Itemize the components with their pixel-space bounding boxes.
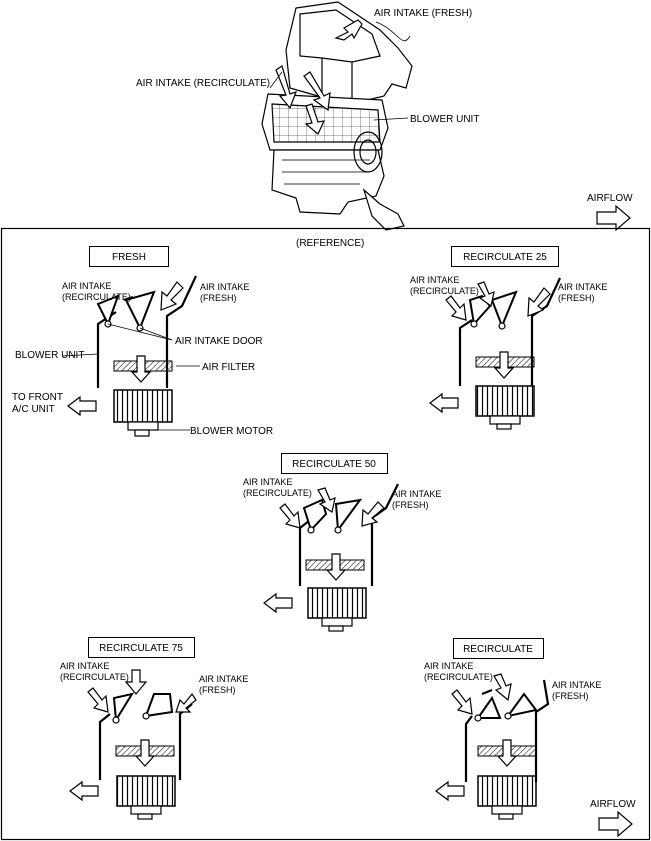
label-intake-recirc-fresh-2: (RECIRCULATE) bbox=[62, 292, 131, 302]
panel-recirculate-50: RECIRCULATE 50 AIR INTAKE (RECIRCULATE) … bbox=[243, 453, 441, 632]
top-airflow-arrows bbox=[275, 19, 363, 135]
label-intake-recirc-recirculate-25: AIR INTAKE bbox=[410, 275, 459, 285]
recirc-arrow2-recirculate bbox=[493, 673, 512, 702]
recirc-door-fresh bbox=[96, 294, 120, 327]
label-airflow-bottom: AIRFLOW bbox=[590, 799, 636, 810]
title-box-recirculate-25 bbox=[451, 246, 559, 267]
fresh-door-fresh bbox=[124, 290, 156, 331]
label-intake-recirc-recirculate-25-2: (RECIRCULATE) bbox=[410, 286, 479, 296]
blower-motor-recirculate-75 bbox=[116, 775, 176, 807]
label-intake-fresh-recirculate-2: (FRESH) bbox=[552, 691, 589, 701]
title-box-recirculate bbox=[453, 638, 544, 659]
panel-recirculate: RECIRCULATE AIR INTAKE (RECIRCULATE) AIR… bbox=[424, 638, 601, 820]
label-air-intake-recirculate-top: AIR INTAKE (RECIRCULATE) bbox=[136, 78, 270, 89]
label-to-front: TO FRONT bbox=[12, 392, 63, 403]
label-air-intake-fresh-top: AIR INTAKE (FRESH) bbox=[374, 8, 472, 19]
recirc-leader-top bbox=[269, 71, 283, 89]
label-intake-recirc-recirculate-50-2: (RECIRCULATE) bbox=[243, 488, 312, 498]
fresh-door-recirculate-25 bbox=[490, 290, 518, 329]
fresh-air-arrow-recirculate-75 bbox=[175, 692, 197, 713]
down-arrow-recirculate-25 bbox=[493, 351, 515, 379]
recirc-door-recirculate-75 bbox=[112, 692, 135, 724]
label-intake-fresh-recirculate-50-2: (FRESH) bbox=[392, 500, 429, 510]
title-recirculate-50: RECIRCULATE 50 bbox=[292, 459, 376, 470]
recirc-intake-arrow-3 bbox=[304, 103, 326, 135]
fresh-air-arrow-recirculate-25 bbox=[527, 287, 551, 317]
label-intake-fresh-fresh: AIR INTAKE bbox=[200, 282, 249, 292]
recirc-door-recirculate-25 bbox=[468, 294, 492, 327]
fresh-intake-arrow bbox=[334, 19, 363, 41]
title-recirculate-75: RECIRCULATE 75 bbox=[99, 643, 183, 654]
recirc-arrow2-recirculate-50 bbox=[317, 487, 336, 513]
recirc-arrow2-recirculate-75 bbox=[124, 669, 148, 695]
airflow-arrow-icon-top bbox=[596, 204, 631, 232]
label-intake-fresh-recirculate-25-2: (FRESH) bbox=[558, 293, 595, 303]
title-box-recirculate-50 bbox=[281, 453, 388, 474]
title-box-fresh bbox=[89, 246, 169, 267]
title-fresh: FRESH bbox=[112, 252, 146, 263]
label-intake-fresh-recirculate-75: AIR INTAKE bbox=[199, 674, 248, 684]
blower-motor-recirculate-25 bbox=[475, 385, 535, 417]
label-intake-fresh-recirculate: AIR INTAKE bbox=[552, 680, 601, 690]
label-intake-recirc-recirculate-75: AIR INTAKE bbox=[60, 661, 109, 671]
recirc-intake-arrow-2 bbox=[303, 71, 331, 112]
title-recirculate-25: RECIRCULATE 25 bbox=[463, 252, 547, 263]
label-ac-unit: A/C UNIT bbox=[12, 404, 55, 415]
outlet-arrow-recirculate-25 bbox=[429, 392, 459, 414]
fresh-leader-line bbox=[375, 21, 411, 42]
fresh-air-arrow-fresh bbox=[160, 281, 184, 311]
airflow-arrow-icon-bottom bbox=[598, 810, 633, 838]
down-arrow-fresh bbox=[130, 355, 152, 383]
label-intake-recirc-recirculate-2: (RECIRCULATE) bbox=[424, 672, 493, 682]
outlet-arrow-recirculate bbox=[435, 780, 465, 802]
recirc-door-recirculate bbox=[476, 695, 502, 719]
blower-motor-fresh bbox=[113, 389, 173, 423]
label-intake-recirc-recirculate-75-2: (RECIRCULATE) bbox=[60, 672, 129, 682]
label-blower-unit-top: BLOWER UNIT bbox=[410, 114, 479, 125]
panel-fresh: FRESH AIR INTAKE (RECIRCULATE) AIR INTAK… bbox=[12, 246, 273, 437]
fresh-door-recirculate-75 bbox=[144, 693, 174, 718]
panel-recirculate-75: RECIRCULATE 75 AIR INTAKE (RECIRCULATE) … bbox=[60, 637, 248, 820]
fresh-air-arrow-recirculate-50 bbox=[361, 501, 385, 527]
title-box-recirculate-75 bbox=[88, 637, 195, 658]
label-air-intake-door: AIR INTAKE DOOR bbox=[175, 336, 263, 347]
label-intake-recirc-recirculate: AIR INTAKE bbox=[424, 661, 473, 671]
label-intake-fresh-recirculate-50: AIR INTAKE bbox=[392, 489, 441, 499]
label-reference: (REFERENCE) bbox=[296, 238, 364, 249]
fresh-door-recirculate bbox=[505, 692, 538, 718]
recirc-arrow-recirculate bbox=[451, 689, 473, 715]
reference-frame bbox=[0, 227, 651, 841]
label-blower-motor: BLOWER MOTOR bbox=[190, 426, 273, 437]
recirc-door-recirculate-50 bbox=[302, 498, 328, 532]
recirc-arrow-recirculate-25 bbox=[445, 295, 467, 321]
recirc-arrow2-recirculate-25 bbox=[477, 281, 495, 308]
outlet-arrow-fresh bbox=[67, 395, 97, 417]
down-arrow-recirculate-75 bbox=[134, 739, 156, 767]
label-blower-unit-fresh: BLOWER UNIT bbox=[15, 350, 84, 361]
label-intake-fresh-fresh-2: (FRESH) bbox=[200, 293, 237, 303]
label-intake-fresh-recirculate-75-2: (FRESH) bbox=[199, 685, 236, 695]
blower-unit-illustration bbox=[261, 1, 413, 231]
label-air-filter: AIR FILTER bbox=[202, 362, 255, 373]
down-arrow-recirculate bbox=[496, 739, 518, 767]
blower-unit-leader-top bbox=[373, 117, 409, 121]
blower-motor-recirculate-50 bbox=[307, 587, 367, 619]
down-arrow-recirculate-50 bbox=[325, 553, 347, 581]
title-recirculate: RECIRCULATE bbox=[463, 644, 533, 655]
label-intake-recirc-recirculate-50: AIR INTAKE bbox=[243, 477, 292, 487]
blower-motor-recirculate bbox=[477, 775, 537, 807]
outlet-arrow-recirculate-75 bbox=[69, 780, 99, 802]
panel-recirculate-25: RECIRCULATE 25 AIR INTAKE (RECIRCULATE) … bbox=[410, 246, 607, 430]
recirc-arrow-recirculate-50 bbox=[279, 503, 301, 529]
fresh-door-recirculate-50 bbox=[334, 498, 363, 533]
label-intake-fresh-recirculate-25: AIR INTAKE bbox=[558, 282, 607, 292]
label-airflow-top: AIRFLOW bbox=[587, 193, 633, 204]
recirc-intake-arrow-1 bbox=[275, 65, 298, 110]
outlet-arrow-recirculate-50 bbox=[263, 592, 293, 614]
recirc-arrow-recirculate-75 bbox=[87, 687, 109, 713]
label-intake-recirc-fresh: AIR INTAKE bbox=[62, 281, 111, 291]
